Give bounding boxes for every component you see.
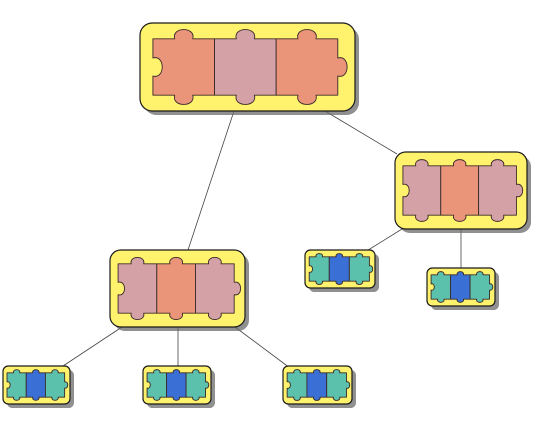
puzzle-piece-blue-icon (306, 369, 328, 401)
puzzle-piece-salmon-icon (275, 29, 348, 105)
puzzle-piece-mauve-icon (402, 159, 442, 222)
leaf-node-3[interactable] (282, 365, 356, 408)
puzzle-piece-teal-icon (430, 271, 452, 303)
edge-mid-l-to-leaf-3 (234, 326, 291, 369)
edge-mid-r-to-leaf-4 (364, 228, 403, 253)
edge-layer (59, 110, 462, 369)
leaf-node-5[interactable] (426, 267, 499, 310)
puzzle-piece-blue-icon (450, 271, 471, 303)
puzzle-piece-salmon-icon (156, 257, 196, 320)
puzzle-piece-blue-icon (25, 369, 46, 401)
node-layer (2, 22, 531, 408)
puzzle-piece-teal-icon (185, 369, 210, 401)
puzzle-piece-blue-icon (166, 369, 187, 401)
puzzle-piece-salmon-icon (152, 29, 215, 105)
mid-right-node[interactable] (394, 151, 531, 233)
edge-root-to-mid-l (187, 110, 235, 251)
puzzle-piece-teal-icon (348, 253, 374, 285)
puzzle-piece-teal-icon (44, 369, 69, 401)
leaf-node-2[interactable] (142, 365, 215, 408)
puzzle-piece-teal-icon (469, 271, 494, 303)
puzzle-piece-blue-icon (328, 253, 350, 285)
mid-left-node[interactable] (109, 249, 249, 331)
edge-mid-l-to-leaf-1 (59, 326, 123, 369)
puzzle-piece-teal-icon (6, 369, 27, 401)
leaf-node-1[interactable] (2, 365, 74, 408)
puzzle-piece-mauve-icon (117, 257, 158, 320)
puzzle-piece-mauve-icon (195, 257, 242, 320)
puzzle-piece-mauve-icon (214, 29, 277, 105)
puzzle-piece-salmon-icon (440, 159, 480, 222)
root-node[interactable] (139, 22, 359, 115)
puzzle-piece-teal-icon (286, 369, 308, 401)
leaf-node-4[interactable] (304, 249, 379, 292)
edge-root-to-mid-r (324, 110, 398, 155)
puzzle-piece-teal-icon (146, 369, 168, 401)
puzzle-piece-mauve-icon (478, 159, 524, 222)
puzzle-piece-teal-icon (326, 369, 351, 401)
puzzle-piece-teal-icon (308, 253, 330, 285)
